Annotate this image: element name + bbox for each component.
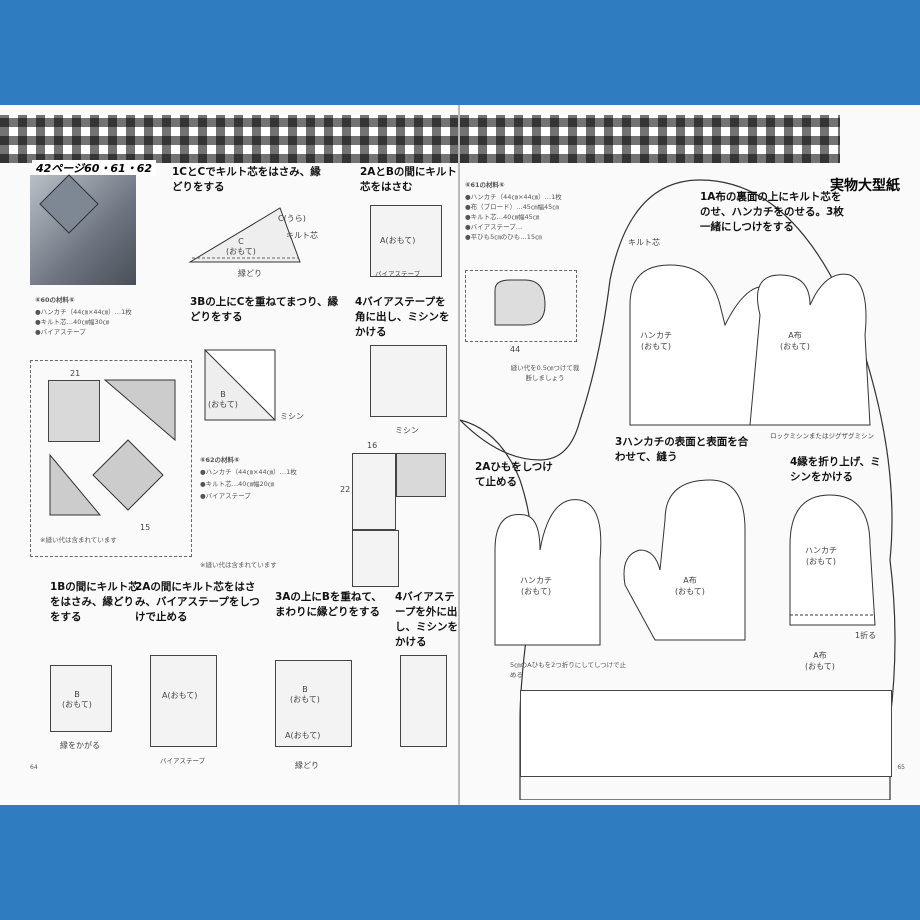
square-a-diagram <box>370 205 442 277</box>
right-step2-text: 2Aひもをしつけて止める <box>475 461 553 488</box>
dim-15: 15 <box>140 523 151 532</box>
s2-diagram <box>150 655 217 747</box>
page-reference: 42ページ60・61・62 <box>32 160 157 176</box>
mitt-layers-diagram <box>629 264 871 426</box>
piece-a <box>48 380 100 442</box>
dim-22: 22 <box>340 485 351 494</box>
piece-c-bottom <box>49 453 102 516</box>
gingham-header <box>0 115 458 163</box>
s2-a-label: A(おもて) <box>162 691 198 700</box>
right-step4-text: 4縁を折り上げ、ミシンをかける <box>790 456 881 483</box>
edge-label: 縁どり <box>238 269 262 278</box>
dim-44: 44 <box>510 345 521 354</box>
dim-16: 16 <box>367 441 378 450</box>
mat62-title: ⑥62の材料⑥ <box>200 456 240 464</box>
page-title: 実物大型紙 <box>830 178 900 194</box>
seam-note-1: ※縫い代は含まれています <box>40 536 117 544</box>
mat60-line-3: ●バイアステープ <box>35 328 86 336</box>
piece-c-top <box>103 379 176 442</box>
zigzag-label: ロックミシンまたはジグザグミシン <box>770 432 874 440</box>
a-front-label: A(おもて) <box>380 236 416 245</box>
s3-diagram <box>275 660 352 747</box>
b-front-label: B (おもて) <box>208 390 238 409</box>
a-cloth-label-1: A布 (おもて) <box>780 331 810 351</box>
cord-note: 5㎝のAひもを2つ折りにしてしつけで止める <box>510 661 627 679</box>
step4-text: 4バイアステープを角に出し、ミシンをかける <box>355 296 450 338</box>
piece-b <box>92 439 164 511</box>
quilt-label-right: キルト芯 <box>628 238 660 247</box>
hankie-label-3: ハンカチ (おもて) <box>805 546 837 566</box>
s2-bias-label: バイアステープ <box>160 757 206 765</box>
hankie-label-2: ハンカチ (おもて) <box>520 576 552 596</box>
quilt-label: キルト芯 <box>286 231 318 240</box>
a-cloth-label-3: A布 (おもて) <box>805 651 835 671</box>
cutting-layout-61 <box>465 270 577 342</box>
mat62-line-2: ●キルト芯…40㎝幅20㎝ <box>200 480 275 488</box>
mitt-step4-diagram <box>789 494 876 626</box>
mitt-step2-diagram <box>494 499 602 646</box>
s3-b-label: B (おもて) <box>290 685 320 704</box>
mat61-line-1: ●ハンカチ（44㎝×44㎝）…1枚 <box>465 193 562 201</box>
mat61-line-2: ●布（ブロード）…45㎝幅45㎝ <box>465 203 559 211</box>
right-step3-text: 3ハンカチの表面と表面を合わせて、縫う <box>615 436 749 463</box>
mat60-line-1: ●ハンカチ（44㎝×44㎝）…1枚 <box>35 308 132 316</box>
s1-diagram <box>50 665 112 732</box>
c-back-label: C(うら) <box>278 214 306 223</box>
fold-label: 1折る <box>855 631 877 640</box>
product-photo <box>30 174 136 285</box>
gingham-header-right <box>460 115 840 163</box>
left-page: 42ページ60・61・62 1CとCでキルト芯をはさみ、縁どりをする C (おも… <box>0 105 460 805</box>
open-book: 42ページ60・61・62 1CとCでキルト芯をはさみ、縁どりをする C (おも… <box>0 105 920 805</box>
page-number-left: 64 <box>30 764 38 771</box>
right-step1-text: 1A布の裏面の上にキルト芯をのせ、ハンカチをのせる。3枚一緒にしつけをする <box>700 191 844 233</box>
mitt-step3-diagram <box>623 479 746 641</box>
pattern-cuff-band <box>520 690 892 777</box>
s3-a-label: A(おもて) <box>285 731 321 740</box>
s4-diagram <box>400 655 447 747</box>
square-a2-diagram <box>370 345 447 417</box>
s1-sew-label: 縁をかがる <box>60 741 100 750</box>
mat61-line-4: ●バイアステープ… <box>465 223 523 231</box>
step2-text: 2AとBの間にキルト芯をはさむ <box>360 166 457 193</box>
hankie-label-1: ハンカチ (おもて) <box>640 331 672 351</box>
strap-note: 縫い代を0.5㎝つけて裁断しましょう <box>510 364 580 382</box>
seam-note-2: ※縫い代は含まれています <box>200 561 277 569</box>
s1-b-label: B (おもて) <box>62 690 92 709</box>
s4-text: 4バイアステープを外に出し、ミシンをかける <box>395 591 458 648</box>
cutting-layout-60 <box>30 360 192 557</box>
s3-text: 3Aの上にBを重ねて、まわりに縁どりをする <box>275 591 382 618</box>
mat61-title: ⑥61の材料⑥ <box>465 181 505 189</box>
piece-62-b <box>396 453 446 497</box>
mitt-mini-diagram <box>494 279 546 326</box>
mat61-line-5: ●平ひも5㎝のひも…15㎝ <box>465 233 542 241</box>
mat62-line-3: ●バイアステープ <box>200 492 251 500</box>
triangle-diagram <box>188 207 301 263</box>
right-page: 実物大型紙 ⑥61の材料⑥ ●ハンカチ（44㎝×44㎝）…1枚 ●布（ブロード）… <box>460 105 920 805</box>
step1-text: 1CとCでキルト芯をはさみ、縁どりをする <box>172 166 321 193</box>
page-number-right: 65 <box>897 764 905 771</box>
machine-label-2: ミシン <box>395 426 419 435</box>
dim-21: 21 <box>70 369 81 378</box>
square-bc-diagram <box>203 349 276 422</box>
s1-text: 1Bの間にキルト芯をはさみ、縁どりをする <box>50 581 139 623</box>
bias-label: バイアステープ <box>375 270 421 278</box>
c-front-label: C (おもて) <box>226 237 256 256</box>
s2-text: 2Aの間にキルト芯をはさみ、バイアステープをしつけで止める <box>135 581 260 623</box>
machine-label: ミシン <box>280 412 304 421</box>
mat62-line-1: ●ハンカチ（44㎝×44㎝）…1枚 <box>200 468 297 476</box>
mat61-line-3: ●キルト芯…40㎝幅45㎝ <box>465 213 540 221</box>
mat60-title: ⑥60の材料⑥ <box>35 296 75 304</box>
step3-text: 3Bの上にCを重ねてまつり、縁どりをする <box>190 296 339 323</box>
mat60-line-2: ●キルト芯…40㎝幅30㎝ <box>35 318 110 326</box>
piece-62-c <box>352 530 399 587</box>
a-cloth-label-2: A布 (おもて) <box>675 576 705 596</box>
s3-edge-label: 縁どり <box>295 761 319 770</box>
piece-62-a <box>352 453 396 530</box>
